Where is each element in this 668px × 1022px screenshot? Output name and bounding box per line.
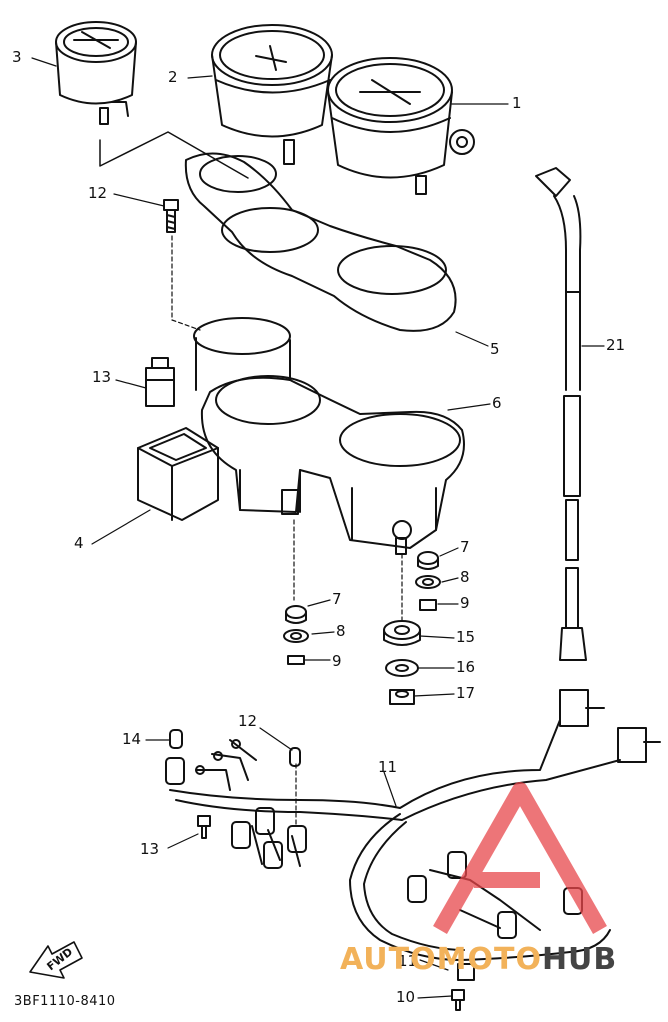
screw-12 [163, 199, 179, 233]
callout-8-left: 8 [336, 622, 346, 640]
gauge-small [55, 21, 137, 125]
stack-left [283, 605, 309, 665]
callout-19: 16 [456, 658, 476, 676]
callout-18: 15 [456, 628, 476, 646]
callout-5: 5 [490, 340, 500, 358]
callout-17: 14 [122, 730, 142, 748]
callout-20: 17 [456, 684, 476, 702]
callout-1: 1 [512, 94, 522, 112]
callout-3: 3 [12, 48, 22, 66]
watermark-part1: AUTOMOTO [340, 942, 542, 977]
callout-2: 2 [168, 68, 178, 86]
callout-15: 12 [238, 712, 258, 730]
fwd-arrow [29, 941, 83, 979]
grommet-stack [383, 620, 421, 705]
wire-harness [169, 689, 661, 961]
callout-6: 6 [492, 394, 502, 412]
meter-housing [193, 317, 465, 555]
watermark-logo [433, 782, 607, 934]
callout-9-right: 9 [460, 594, 470, 612]
callout-7-left: 7 [332, 590, 342, 608]
callout-14: 11 [378, 758, 398, 776]
callout-11: 11 [398, 952, 418, 970]
gauge-large [327, 57, 475, 195]
callout-16: 13 [92, 368, 112, 386]
connector-small [145, 357, 175, 407]
bulb-sockets [165, 729, 583, 1011]
stack-right [415, 551, 441, 611]
callout-4: 4 [74, 534, 84, 552]
callout-8-right: 8 [460, 568, 470, 586]
bracket-plate-upper [184, 152, 457, 332]
callout-7-right: 7 [460, 538, 470, 556]
drawing-code: 3BF1110-8410 [14, 994, 116, 1009]
callout-9-left: 9 [332, 652, 342, 670]
callout-10: 10 [396, 988, 416, 1006]
callout-21: 21 [606, 336, 626, 354]
speedo-cable [535, 167, 587, 661]
callout-13: 13 [140, 840, 160, 858]
watermark-part2: HUB [541, 942, 618, 977]
callout-12: 12 [88, 184, 108, 202]
leader-lines [31, 57, 605, 999]
watermark-text: AUTOMOTOHUB [340, 942, 617, 977]
indicator-box [137, 427, 219, 521]
gauge-medium [211, 24, 333, 165]
